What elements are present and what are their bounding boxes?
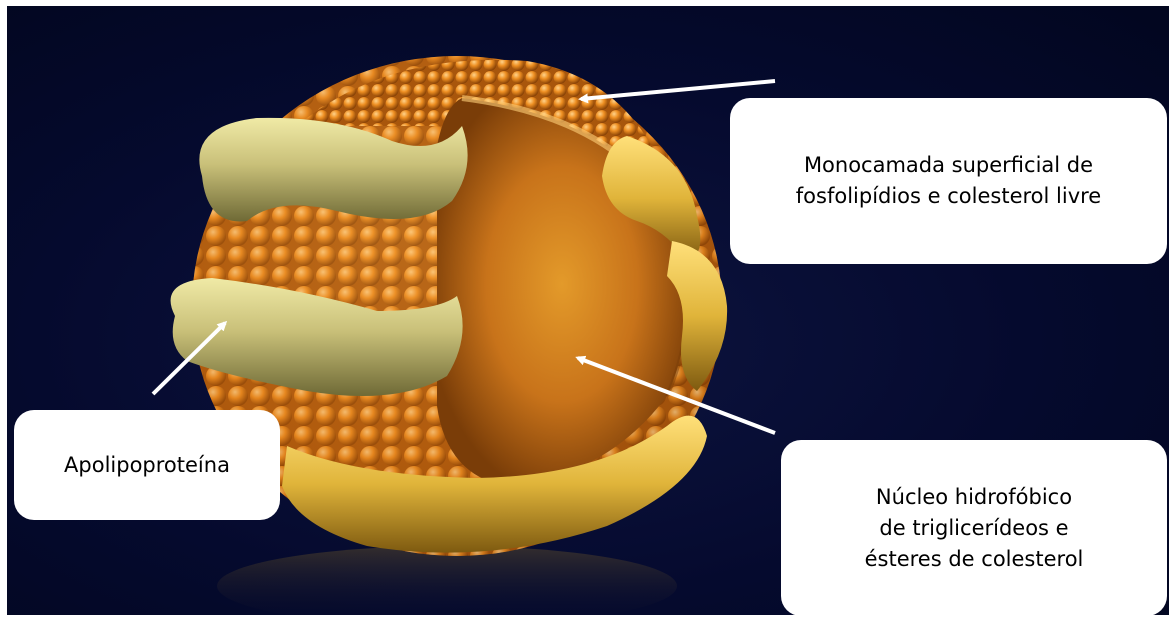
core-label-line-1: Núcleo hidrofóbico: [876, 482, 1072, 513]
apolipoprotein-callout: Apolipoproteína: [14, 410, 280, 520]
core-label-line-3: ésteres de colesterol: [865, 544, 1084, 575]
monolayer-pointer-arrow: [581, 81, 775, 99]
core-callout: Núcleo hidrofóbico de triglicerídeos e é…: [781, 440, 1167, 616]
floor-reflection: [217, 546, 677, 615]
monolayer-callout: Monocamada superficial de fosfolipídios …: [730, 98, 1167, 264]
monolayer-label-line-2: fosfolipídios e colesterol livre: [796, 181, 1101, 212]
monolayer-label-line-1: Monocamada superficial de: [804, 150, 1093, 181]
core-label-line-2: de triglicerídeos e: [879, 513, 1068, 544]
apolipoprotein-label: Apolipoproteína: [64, 450, 230, 481]
